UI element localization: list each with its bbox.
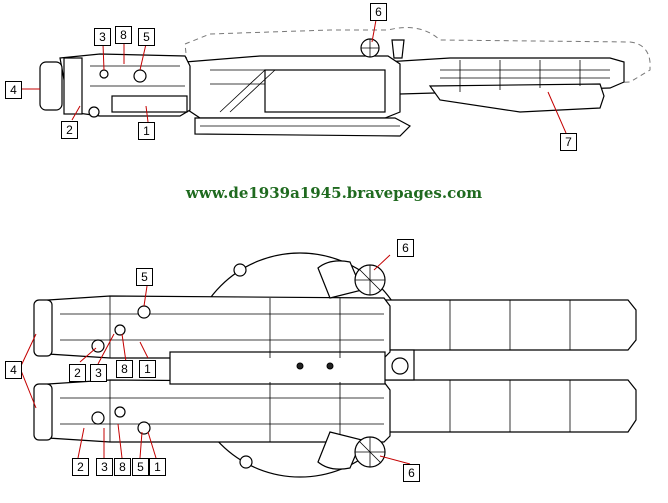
side-cradle-panel bbox=[264, 69, 386, 113]
callout-4: 4 bbox=[5, 361, 22, 379]
callout-8: 8 bbox=[114, 458, 131, 476]
side-elevation-view bbox=[39, 27, 651, 137]
callout-6: 6 bbox=[370, 3, 387, 21]
top-handwheel-lower bbox=[239, 431, 386, 470]
top-breech-face-lower bbox=[33, 383, 53, 441]
callout-5: 5 bbox=[136, 268, 153, 286]
side-lower-tube bbox=[111, 95, 188, 113]
side-shield-outline bbox=[184, 27, 651, 93]
callout-8: 8 bbox=[116, 360, 133, 378]
callout-2: 2 bbox=[72, 458, 89, 476]
top-center-bed bbox=[169, 351, 386, 385]
top-gun-upper bbox=[47, 295, 391, 359]
callout-2: 2 bbox=[69, 364, 86, 382]
top-breech-face-upper bbox=[33, 299, 53, 357]
callout-7: 7 bbox=[560, 133, 577, 151]
callout-3: 3 bbox=[90, 364, 107, 382]
leader-lines bbox=[19, 19, 567, 465]
callout-3: 3 bbox=[96, 458, 113, 476]
side-breech-face bbox=[39, 61, 63, 111]
side-base-plate bbox=[194, 117, 411, 137]
callout-1: 1 bbox=[149, 458, 166, 476]
callout-5: 5 bbox=[138, 28, 155, 46]
callout-8: 8 bbox=[115, 26, 132, 44]
top-handwheel-upper bbox=[233, 260, 386, 299]
callout-6: 6 bbox=[403, 464, 420, 482]
side-breech-block bbox=[63, 57, 83, 115]
callout-6: 6 bbox=[397, 239, 414, 257]
callout-4: 4 bbox=[5, 81, 22, 99]
top-barrels bbox=[383, 299, 637, 433]
callout-5: 5 bbox=[132, 458, 149, 476]
side-barrel-lower bbox=[428, 83, 605, 113]
callout-3: 3 bbox=[94, 28, 111, 46]
callout-2: 2 bbox=[61, 121, 78, 139]
side-valve bbox=[133, 69, 147, 83]
top-plan-view bbox=[33, 252, 637, 478]
watermark-url: www.de1939a1945.bravepages.com bbox=[185, 184, 483, 202]
side-sight bbox=[391, 39, 405, 59]
top-gun-lower bbox=[47, 379, 391, 443]
callout-1: 1 bbox=[138, 122, 155, 140]
callout-1: 1 bbox=[139, 360, 156, 378]
